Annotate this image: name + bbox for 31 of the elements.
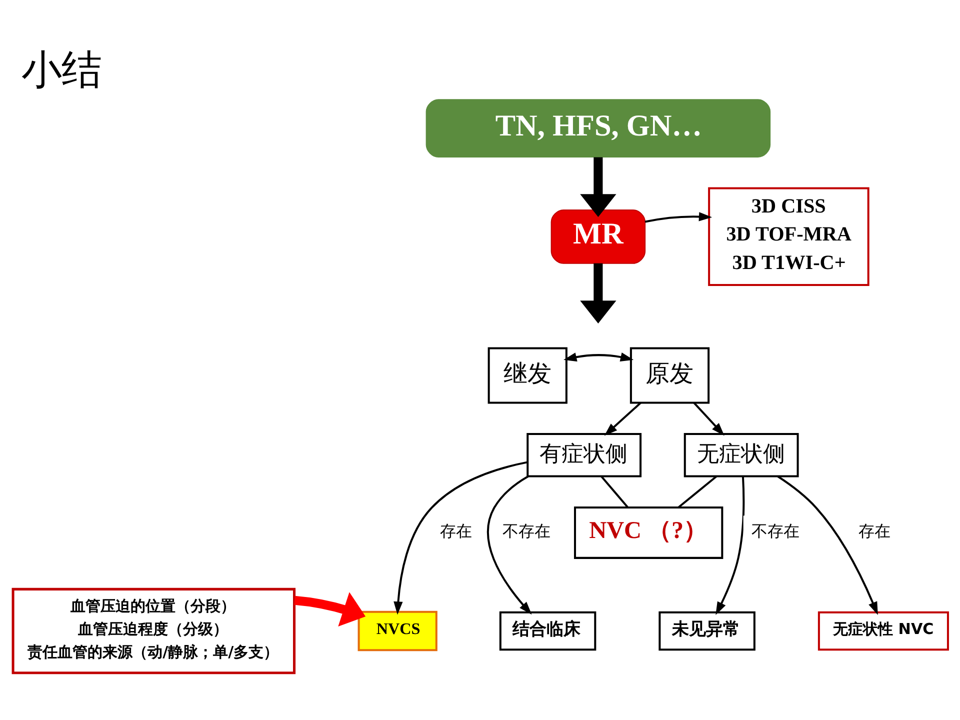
arrow — [563, 352, 634, 362]
arrow — [580, 263, 616, 324]
node-box: 结合临床 — [498, 611, 596, 651]
arrow — [644, 212, 712, 223]
node-box: TN, HFS, GN… — [425, 99, 770, 158]
connector — [677, 476, 717, 508]
node-box: 无症状性 NVC — [817, 611, 948, 651]
edge-label: 不存在 — [502, 522, 550, 541]
arrow — [580, 157, 616, 218]
edge-label: 不存在 — [750, 522, 799, 541]
arrow — [486, 475, 532, 615]
node-box: NVCS — [357, 610, 437, 652]
arrow — [393, 461, 528, 615]
arrow — [715, 476, 744, 615]
node-box: 有症状侧 — [526, 432, 642, 478]
node-box: 未见异常 — [658, 611, 755, 651]
node-box: 原发 — [629, 347, 710, 404]
node-box: 继发 — [487, 347, 567, 404]
diagram-title: 小结 — [20, 46, 101, 94]
arrow — [604, 402, 641, 436]
edge-label: 存在 — [439, 522, 472, 541]
node-box: MR — [550, 209, 646, 264]
edge-label: 存在 — [858, 522, 890, 541]
node-box: 3D CISS 3D TOF-MRA 3D T1WI-C+ — [708, 187, 869, 286]
arrow — [692, 402, 724, 436]
arrow — [776, 476, 878, 615]
node-box: 无症状侧 — [683, 432, 798, 478]
node-box: NVC （?） — [574, 506, 723, 559]
node-box: 血管压迫的位置（分段） 血管压迫程度（分级） 责任血管的来源（动/静脉；单/多支） — [11, 588, 296, 674]
arrow — [294, 592, 366, 626]
connector — [600, 476, 628, 508]
